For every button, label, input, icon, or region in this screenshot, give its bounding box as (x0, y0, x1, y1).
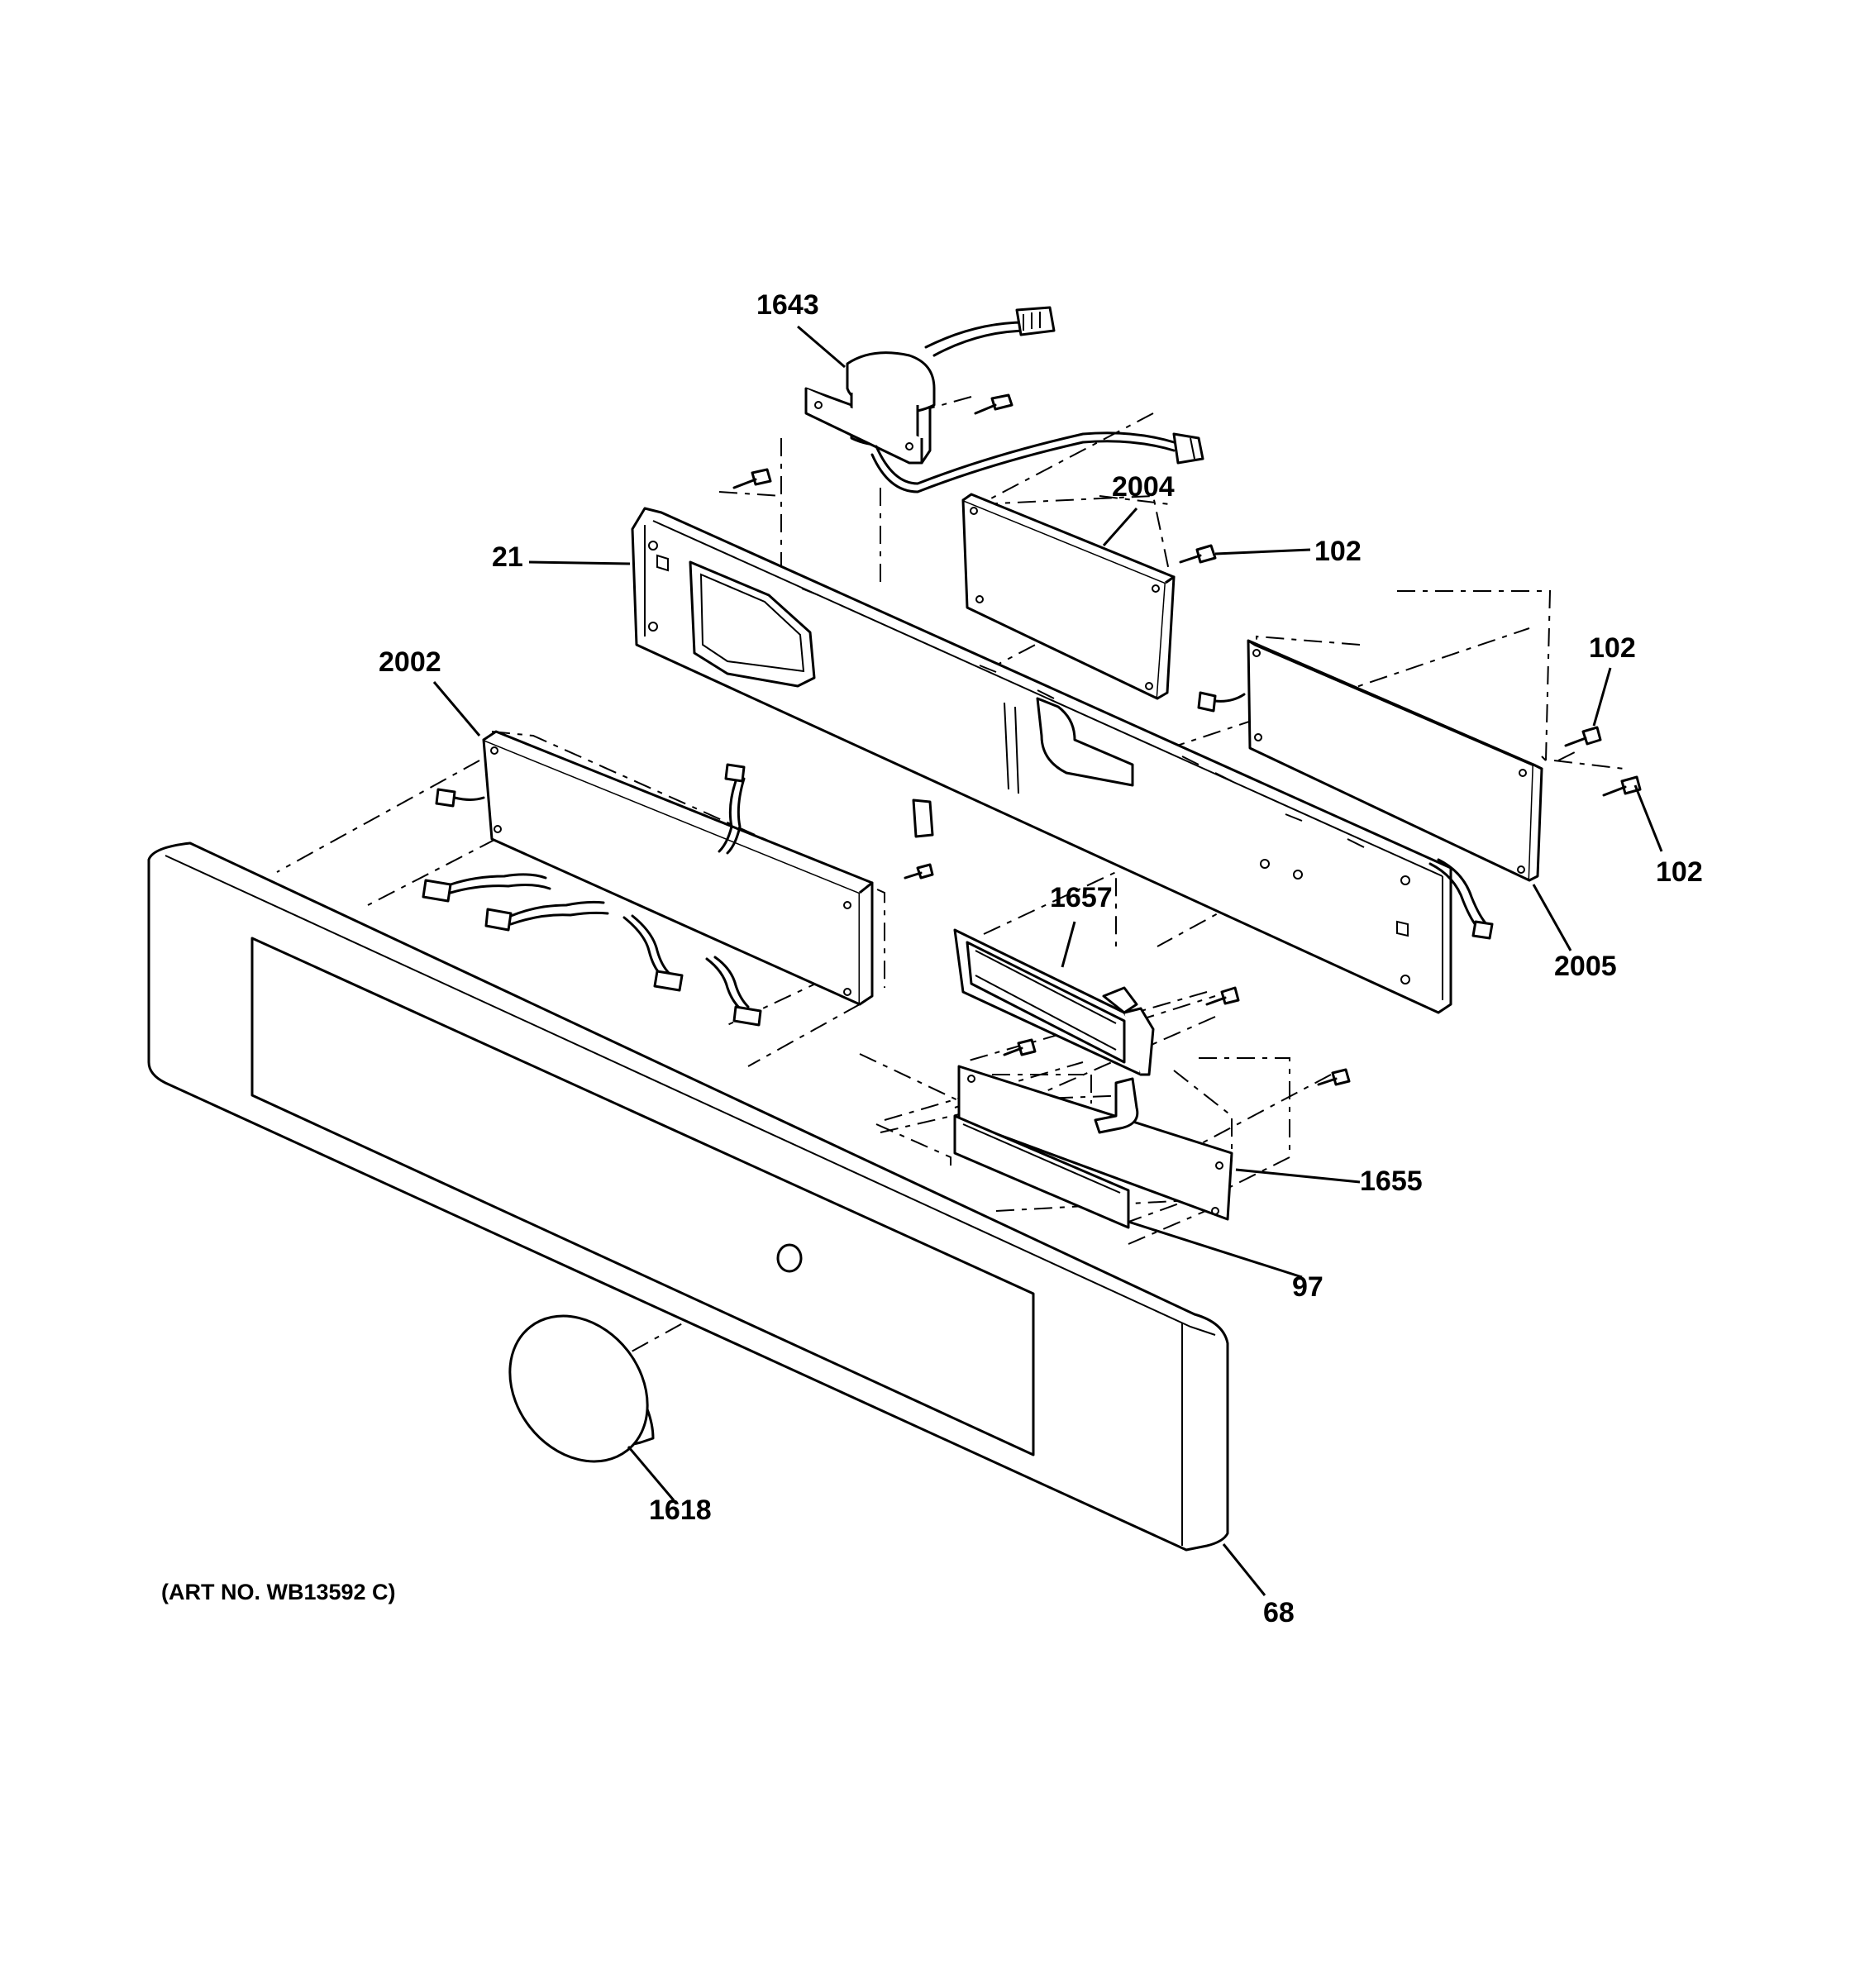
screw-icon (1564, 726, 1602, 747)
screw-icon (732, 468, 772, 489)
callout-102-a: 102 (1314, 536, 1362, 567)
leader-lines (432, 325, 1663, 1596)
display-module-1657 (953, 928, 1155, 1076)
callout-labels: 1643 2004 21 102 102 102 2002 2005 1657 … (161, 289, 1703, 1628)
control-knob-1618 (508, 1314, 655, 1463)
callout-2005: 2005 (1554, 951, 1617, 982)
screw-icon (1602, 775, 1642, 797)
callout-97: 97 (1292, 1271, 1323, 1303)
control-board-2002 (422, 730, 874, 1027)
callout-21: 21 (492, 541, 523, 573)
screw-icon (1003, 1038, 1037, 1056)
screw-icon (974, 393, 1013, 415)
callout-2002: 2002 (379, 646, 441, 678)
control-board-1655 (957, 1065, 1233, 1221)
callout-1618: 1618 (649, 1495, 712, 1526)
screw-icon (1317, 1068, 1351, 1086)
callout-1643: 1643 (756, 289, 819, 321)
control-board-2005 (1197, 639, 1543, 940)
screw-icon (1205, 986, 1240, 1006)
control-bracket (631, 507, 1452, 1014)
callout-102-b: 102 (1589, 632, 1636, 664)
display-lens-97 (953, 1114, 1130, 1229)
control-board-2004 (961, 493, 1176, 700)
screw-icon (904, 863, 934, 880)
knob-shaft-hole (776, 1243, 803, 1273)
callout-1657: 1657 (1050, 882, 1113, 913)
screw-group (732, 393, 1642, 1086)
front-control-panel-68 (147, 841, 1229, 1552)
callout-2004: 2004 (1112, 471, 1175, 503)
callout-68: 68 (1263, 1597, 1295, 1628)
screw-icon (1179, 544, 1217, 564)
callout-102-c: 102 (1656, 856, 1703, 888)
art-number: (ART NO. WB13592 C) (161, 1580, 396, 1604)
transformer-assembly (804, 306, 1204, 493)
callout-1655: 1655 (1360, 1166, 1423, 1197)
